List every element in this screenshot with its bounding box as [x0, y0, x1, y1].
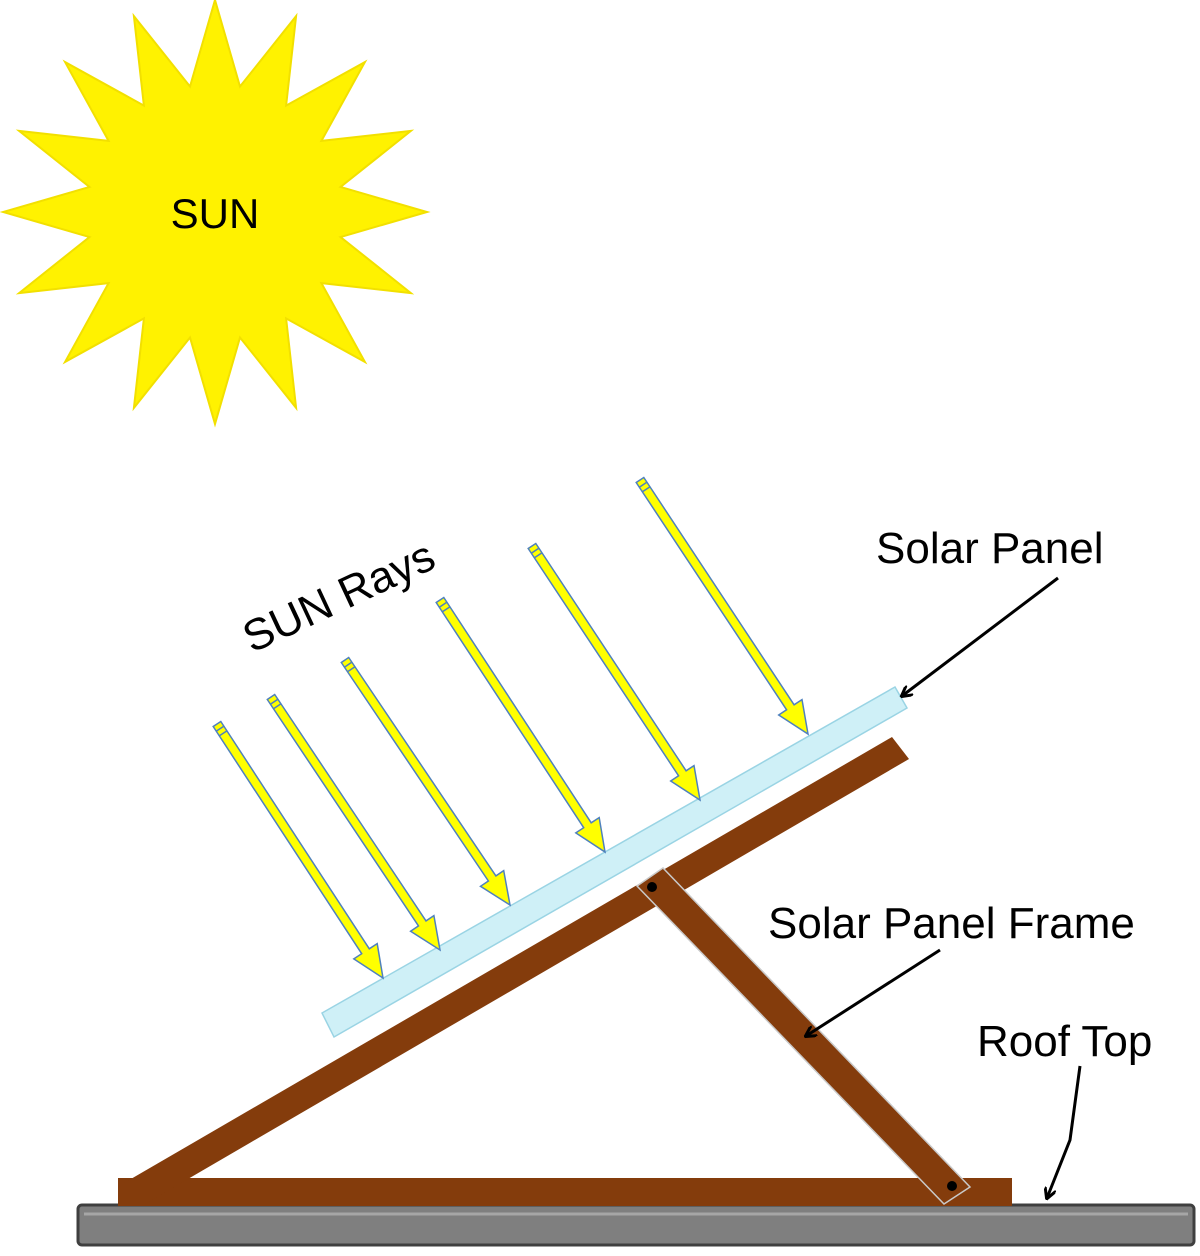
sun-rays-label: SUN Rays: [235, 531, 442, 662]
sun-ray-5: [527, 542, 702, 802]
sun-ray-1: [212, 720, 385, 980]
frame-base: [118, 1178, 1012, 1206]
solar-panel-pointer-icon: [902, 576, 1059, 696]
roof-top-label: Roof Top: [977, 1017, 1152, 1066]
solar-panel: [321, 685, 909, 1039]
frame-pivot-top: [647, 882, 657, 892]
sun-ray-tail-notch: [273, 703, 282, 710]
sun-ray-2: [266, 693, 442, 952]
sun-ray-tail-notch: [218, 730, 228, 737]
sun-ray-tail-notch: [438, 601, 448, 608]
sun-ray-3: [340, 656, 512, 907]
sun-icon: [0, 0, 431, 428]
sun-ray-tail-notch: [641, 486, 651, 493]
frame-pivot-bottom: [947, 1181, 957, 1191]
frame-diagonal: [124, 737, 909, 1204]
sun-ray-tail-notch: [533, 552, 543, 559]
sun-ray-tail-notch: [343, 661, 353, 668]
sun-label: SUN: [171, 190, 260, 237]
sun-ray-tail-notch: [347, 666, 356, 673]
sun-ray-4: [435, 596, 607, 854]
sun-ray-6: [635, 476, 810, 736]
roof-top: [76, 1203, 1196, 1247]
sun-ray-tail-notch: [441, 606, 451, 613]
sun-ray-tail-notch: [638, 481, 648, 488]
sun: SUN: [0, 0, 431, 428]
frame-pointer-icon: [806, 948, 941, 1036]
roof-top-pointer-icon: [1047, 1065, 1082, 1198]
solar-panel-frame-label: Solar Panel Frame: [768, 899, 1135, 948]
solar-panel-label: Solar Panel: [876, 524, 1103, 573]
sun-ray-tail-notch: [530, 547, 540, 554]
sun-ray-tail-notch: [215, 725, 225, 732]
sun-rays: [212, 476, 810, 980]
sun-ray-tail-notch: [269, 698, 279, 705]
